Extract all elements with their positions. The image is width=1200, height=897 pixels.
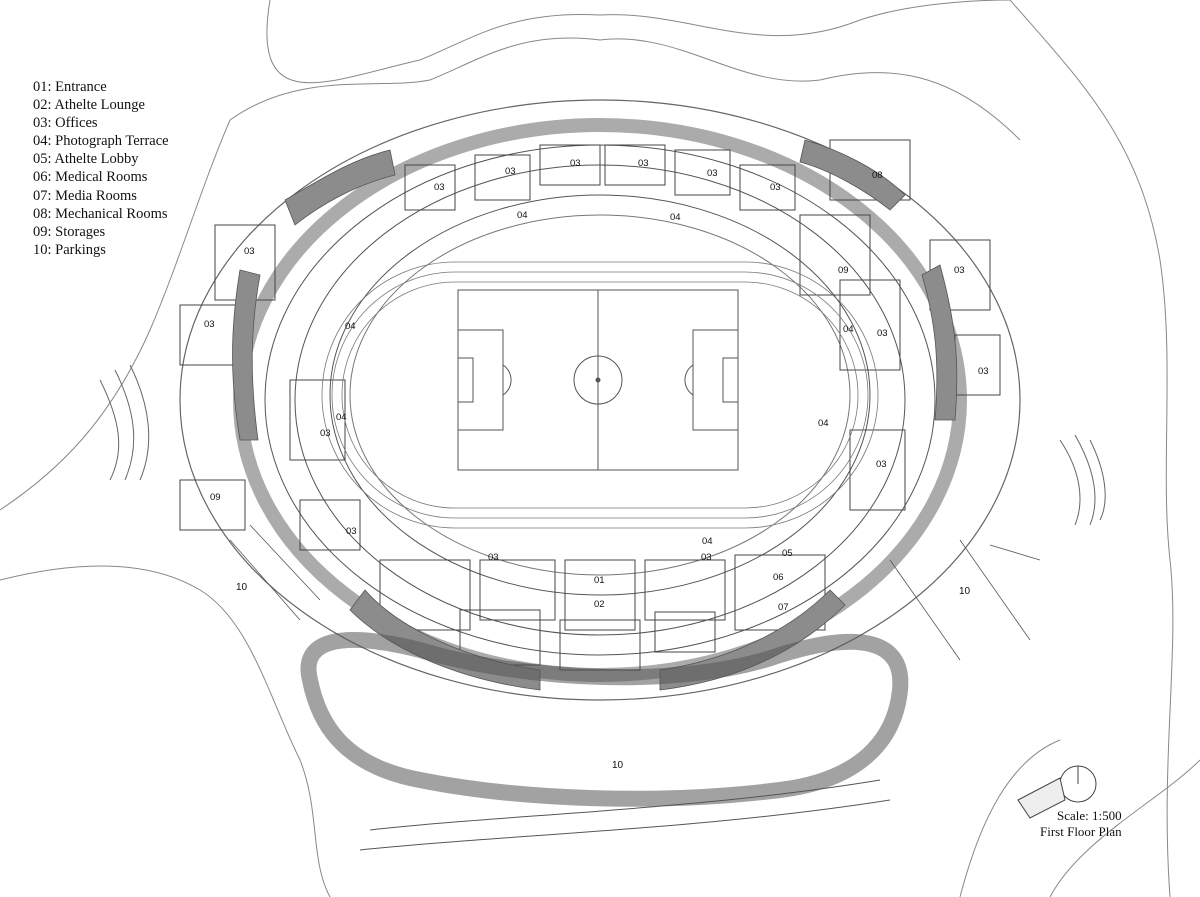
stair-banks xyxy=(99,364,1106,526)
svg-text:03: 03 xyxy=(770,182,781,193)
plan-caption: Scale: 1:500 First Floor Plan xyxy=(1040,808,1122,840)
svg-text:03: 03 xyxy=(320,428,331,439)
svg-text:04: 04 xyxy=(702,536,713,547)
legend-item: 10: Parkings xyxy=(33,241,106,258)
svg-text:03: 03 xyxy=(204,319,215,330)
svg-text:06: 06 xyxy=(773,572,784,583)
svg-text:04: 04 xyxy=(345,321,356,332)
parking-rows xyxy=(229,524,1041,661)
svg-text:09: 09 xyxy=(838,265,849,276)
plan-legend: 01: Entrance 02: Athelte Lounge 03: Offi… xyxy=(33,78,169,259)
svg-text:03: 03 xyxy=(707,168,718,179)
svg-text:10: 10 xyxy=(612,760,624,771)
legend-item: 03: Offices xyxy=(33,115,98,132)
svg-text:03: 03 xyxy=(570,158,581,169)
plan-title: First Floor Plan xyxy=(1040,824,1122,839)
running-track xyxy=(321,261,879,529)
svg-text:04: 04 xyxy=(336,412,347,423)
svg-text:02: 02 xyxy=(594,599,605,610)
north-arrow-icon xyxy=(1017,765,1097,819)
football-pitch xyxy=(457,289,739,471)
svg-text:09: 09 xyxy=(210,492,221,503)
legend-item: 07: Media Rooms xyxy=(33,187,137,204)
svg-text:03: 03 xyxy=(701,552,712,563)
legend-item: 02: Athelte Lounge xyxy=(33,97,145,114)
legend-item: 01: Entrance xyxy=(33,79,107,95)
svg-text:04: 04 xyxy=(818,418,829,429)
zone-labels: 03 03 03 03 03 03 04 04 08 09 03 04 03 0… xyxy=(204,158,989,771)
svg-text:03: 03 xyxy=(346,526,357,537)
svg-text:03: 03 xyxy=(954,265,965,276)
svg-text:10: 10 xyxy=(236,582,248,593)
room-blocks xyxy=(179,139,1001,671)
legend-item: 05: Athelte Lobby xyxy=(33,151,139,168)
legend-item: 09: Storages xyxy=(33,223,106,240)
legend-item: 08: Mechanical Rooms xyxy=(33,205,168,222)
svg-text:04: 04 xyxy=(517,210,528,221)
svg-text:04: 04 xyxy=(670,212,681,223)
svg-text:07: 07 xyxy=(778,602,789,613)
svg-text:03: 03 xyxy=(434,182,445,193)
svg-text:08: 08 xyxy=(872,170,883,181)
scale-label: Scale: 1:500 xyxy=(1057,808,1122,823)
svg-text:01: 01 xyxy=(594,575,605,586)
legend-item: 06: Medical Rooms xyxy=(33,169,148,186)
svg-text:03: 03 xyxy=(877,328,888,339)
front-parking-area xyxy=(300,632,909,851)
svg-text:04: 04 xyxy=(843,324,854,335)
svg-text:03: 03 xyxy=(505,166,516,177)
svg-text:03: 03 xyxy=(638,158,649,169)
svg-text:03: 03 xyxy=(244,246,255,257)
svg-text:03: 03 xyxy=(978,366,989,377)
svg-text:03: 03 xyxy=(488,552,499,563)
svg-text:05: 05 xyxy=(782,548,793,559)
legend-item: 04: Photograph Terrace xyxy=(33,133,169,150)
svg-text:03: 03 xyxy=(876,459,887,470)
svg-text:10: 10 xyxy=(959,586,971,597)
